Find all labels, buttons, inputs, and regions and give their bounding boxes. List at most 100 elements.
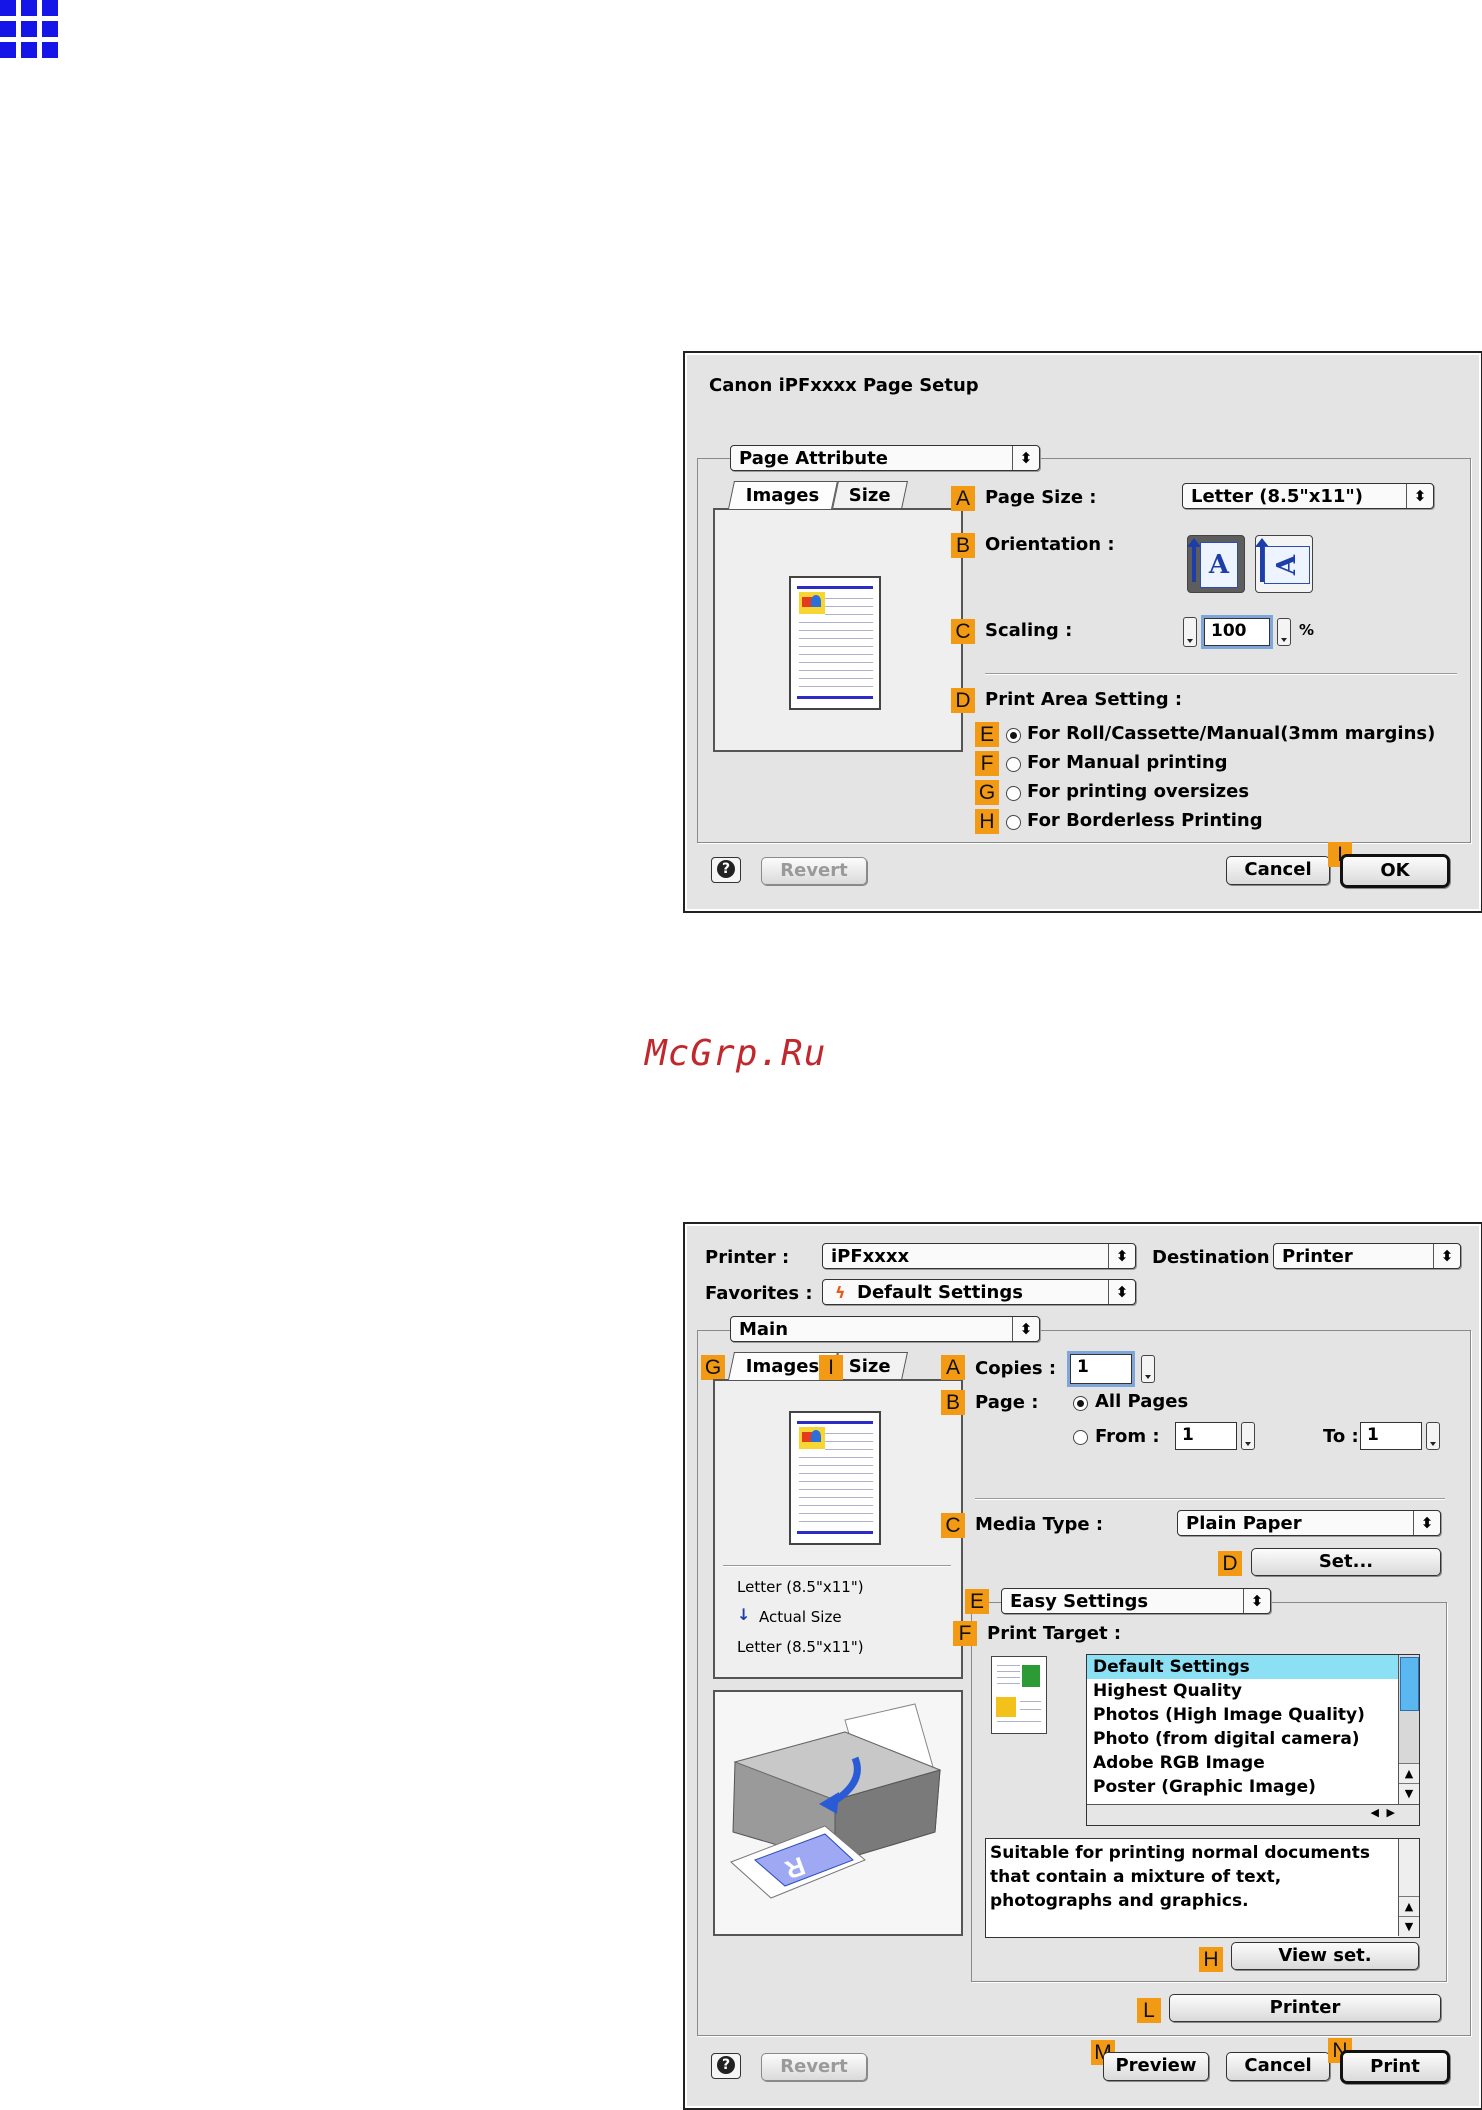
scaling-dropdown[interactable] [1277,618,1291,646]
scroll-right-icon[interactable]: ▶ [1386,1806,1395,1819]
page-preview [789,576,881,710]
option-borderless[interactable]: For Borderless Printing [1027,810,1263,831]
easy-settings-select[interactable]: Easy Settings ⬍ [1001,1588,1271,1614]
radio-manual-printing[interactable] [1006,757,1021,772]
up-arrow-icon [1187,538,1201,582]
media-type-select[interactable]: Plain Paper ⬍ [1177,1510,1441,1536]
favorites-select[interactable]: ϟ Default Settings ⬍ [822,1279,1136,1305]
marker-c: C [941,1513,965,1538]
marker-a: A [951,486,975,511]
option-manual-printing[interactable]: For Manual printing [1027,752,1228,773]
marker-c: C [951,619,975,644]
scaling-input[interactable]: 100 [1204,618,1270,646]
radio-page-range[interactable] [1073,1430,1088,1445]
page-size-value: Letter (8.5"x11") [1191,486,1363,507]
favorites-icon: ϟ [835,1283,846,1302]
marker-i: I [819,1355,843,1380]
chevron-updown-icon: ⬍ [1012,446,1039,470]
page-preview [789,1411,881,1545]
set-button[interactable]: Set... [1251,1548,1441,1576]
to-input[interactable]: 1 [1360,1422,1422,1450]
scroll-thumb[interactable] [1400,1657,1419,1711]
preview-paper-size: Letter (8.5"x11") [737,1578,864,1596]
view-set-button[interactable]: View set. [1231,1942,1419,1970]
portrait-orientation-button[interactable]: A [1187,535,1245,593]
from-input[interactable]: 1 [1175,1422,1237,1450]
marker-f: F [953,1621,977,1646]
radio-borderless[interactable] [1006,815,1021,830]
copies-dropdown[interactable] [1141,1355,1155,1383]
tab-images-label: Images [746,485,820,506]
scroll-left-icon[interactable]: ◀ [1370,1806,1379,1819]
print-target-list[interactable]: Default Settings Highest Quality Photos … [1086,1654,1420,1826]
cancel-button[interactable]: Cancel [1226,856,1330,885]
help-button[interactable]: ? [711,2053,741,2079]
to-dropdown[interactable] [1426,1422,1440,1450]
marker-g: G [975,780,999,805]
description-scrollbar[interactable]: ▲ ▼ [1398,1839,1419,1937]
all-pages-label[interactable]: All Pages [1095,1391,1189,1412]
list-item[interactable]: Photos (High Image Quality) [1093,1705,1365,1725]
cancel-button[interactable]: Cancel [1226,2052,1330,2081]
panel-popup[interactable]: Page Attribute ⬍ [730,445,1040,471]
landscape-orientation-button[interactable]: A [1255,535,1313,593]
page-size-select[interactable]: Letter (8.5"x11") ⬍ [1182,483,1434,509]
panel-popup[interactable]: Main ⬍ [730,1316,1040,1342]
from-dropdown[interactable] [1241,1422,1255,1450]
printer-value: iPFxxxx [831,1246,910,1267]
chevron-updown-icon: ⬍ [1108,1244,1135,1268]
scaling-label: Scaling : [985,620,1073,641]
help-button[interactable]: ? [711,857,741,883]
destination-select[interactable]: Printer ⬍ [1273,1243,1461,1269]
option-oversizes[interactable]: For printing oversizes [1027,781,1250,802]
preview-scale: Actual Size [759,1608,842,1626]
media-type-value: Plain Paper [1186,1513,1302,1534]
tab-images[interactable]: Images [728,481,838,509]
help-icon: ? [717,860,735,878]
settings-group [697,458,1471,843]
media-type-label: Media Type : [975,1514,1104,1535]
scroll-down-icon[interactable]: ▼ [1399,1916,1419,1937]
copies-input[interactable]: 1 [1070,1354,1132,1384]
printer-select[interactable]: iPFxxxx ⬍ [822,1243,1136,1269]
grid-menu-icon[interactable] [0,0,58,64]
marker-g: H [1199,1947,1223,1972]
scaling-updown-stepper[interactable] [1183,617,1197,647]
list-item[interactable]: Poster (Graphic Image) [1093,1777,1316,1797]
marker-h: H [975,809,999,834]
revert-button[interactable]: Revert [761,857,867,885]
description-text: Suitable for printing normal documents t… [990,1843,1370,1911]
scroll-up-icon[interactable]: ▲ [1399,1763,1419,1784]
marker-b: B [941,1390,965,1415]
printer-button[interactable]: Printer [1169,1994,1441,2022]
radio-all-pages[interactable] [1073,1396,1088,1411]
option-roll-cassette[interactable]: For Roll/Cassette/Manual(3mm margins) [1027,723,1436,744]
ok-button[interactable]: OK [1340,854,1450,888]
radio-roll-cassette[interactable] [1006,728,1021,743]
chevron-updown-icon: ⬍ [1012,1317,1039,1341]
tab-size[interactable]: Size [832,1352,908,1380]
radio-oversizes[interactable] [1006,786,1021,801]
list-horizontal-scrollbar[interactable]: ◀ ▶ [1087,1804,1419,1825]
from-label: From : [1095,1426,1160,1447]
list-vertical-scrollbar[interactable]: ▲ ▼ [1398,1655,1419,1805]
divider [975,1498,1445,1499]
marker-h: G [701,1355,725,1380]
page-label: Page : [975,1392,1039,1413]
scroll-up-icon[interactable]: ▲ [1399,1896,1419,1917]
page-setup-dialog: Canon iPFxxxx Page Setup Page Attribute … [683,351,1482,913]
landscape-page-icon: A [1264,546,1310,584]
scroll-down-icon[interactable]: ▼ [1399,1783,1419,1804]
list-item[interactable]: Photo (from digital camera) [1093,1729,1360,1749]
list-item[interactable]: Default Settings [1087,1655,1399,1679]
revert-button[interactable]: Revert [761,2053,867,2081]
tab-size[interactable]: Size [832,481,908,509]
list-item[interactable]: Highest Quality [1093,1681,1242,1701]
print-button[interactable]: Print [1340,2050,1450,2084]
chevron-updown-icon: ⬍ [1413,1511,1440,1535]
list-item[interactable]: Adobe RGB Image [1093,1753,1265,1773]
chevron-updown-icon: ⬍ [1433,1244,1460,1268]
tab-size-label: Size [848,485,891,506]
preview-button[interactable]: Preview [1103,2052,1209,2081]
chevron-updown-icon: ⬍ [1406,484,1433,508]
